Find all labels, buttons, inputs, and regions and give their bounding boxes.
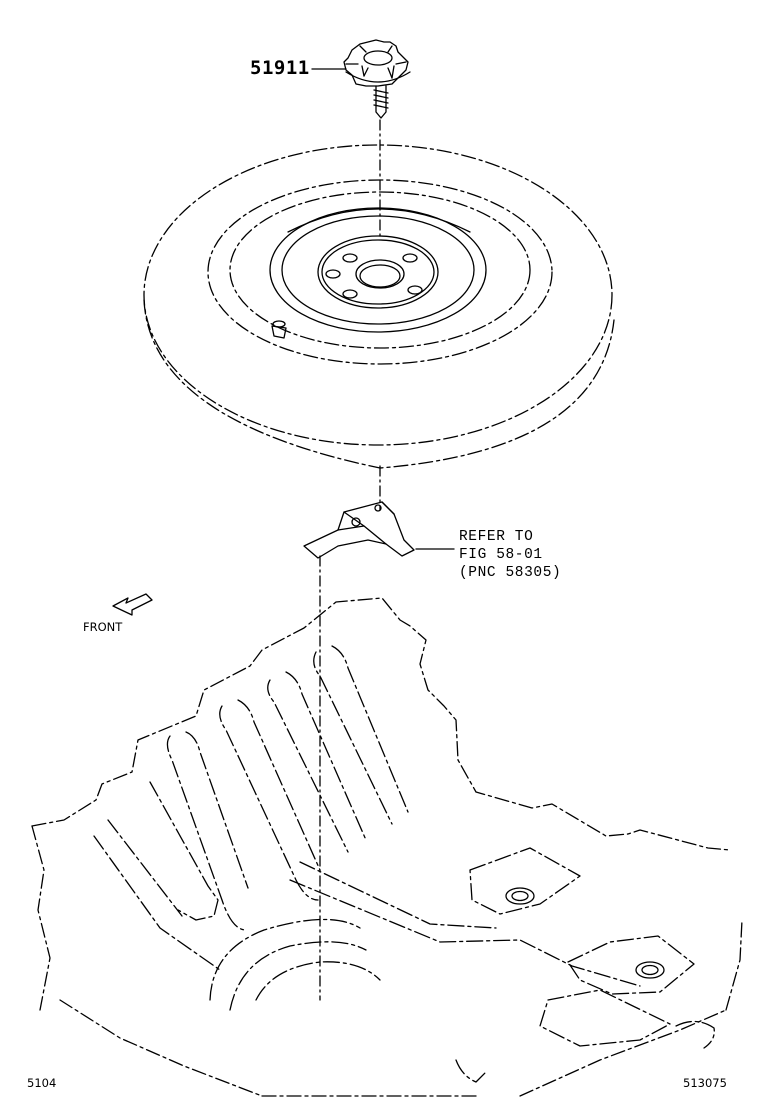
floor-pan [31,597,743,1097]
reference-note-line-2[interactable]: FIG 58-01 [459,547,543,563]
front-label: FRONT [83,620,123,634]
section-code: 5104 [27,1076,57,1090]
spare-tire [143,144,615,469]
spare-tire-bracket[interactable] [303,501,415,559]
illustration-id: 513075 [683,1076,727,1090]
floor-ribs [93,645,715,1083]
reference-note-line-3: (PNC 58305) [459,565,562,581]
clamp-bolt-part[interactable] [343,39,411,119]
spare-wheel-rim [269,207,487,339]
front-arrow-icon [112,593,153,616]
part-number-51911[interactable]: 51911 [250,57,310,79]
reference-note-line-1: REFER TO [459,529,534,545]
floor-holes [505,887,665,979]
